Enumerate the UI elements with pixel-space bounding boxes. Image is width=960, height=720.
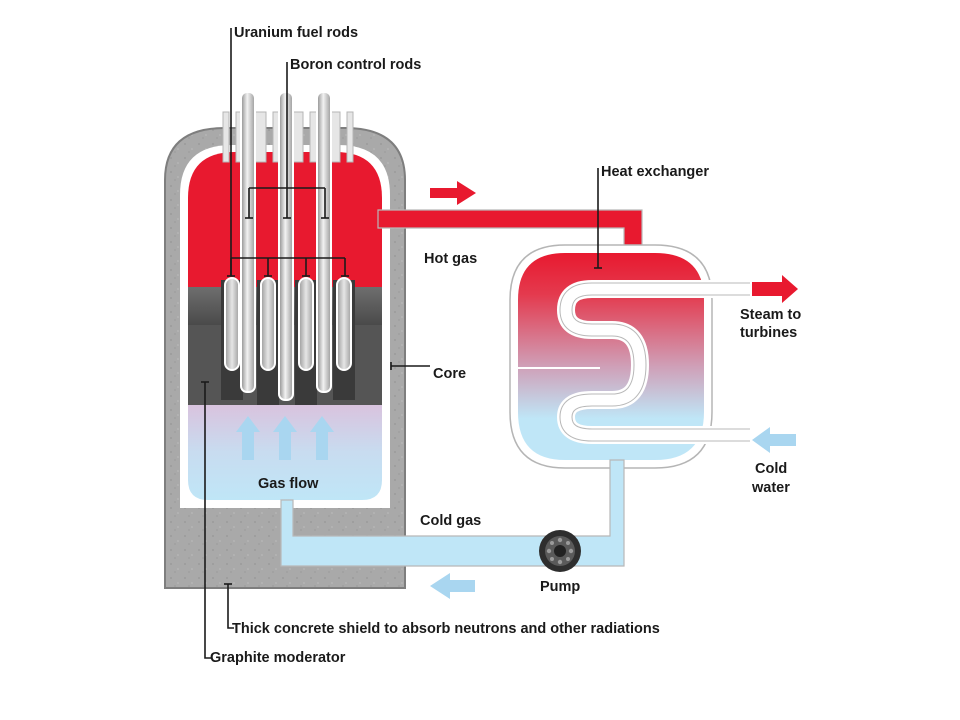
cold-water-label-line1: Cold — [755, 461, 787, 477]
steam-out-arrow — [752, 275, 798, 303]
steam-to-turbines-label-line1: Steam to — [740, 307, 801, 323]
pump[interactable] — [539, 530, 581, 572]
steam-to-turbines-label-line2: turbines — [740, 325, 797, 341]
hot-gas-arrow — [430, 181, 476, 205]
heat-exchanger — [509, 244, 750, 469]
cold-gas-label: Cold gas — [420, 513, 481, 529]
gas-flow-label: Gas flow — [258, 476, 319, 492]
uranium-fuel-rods — [224, 277, 352, 371]
graphite-moderator-label: Graphite moderator — [210, 650, 346, 666]
boron-control-rods — [240, 91, 332, 401]
cold-water-in-arrow — [752, 427, 796, 453]
heat-exchanger-label: Heat exchanger — [601, 164, 709, 180]
cold-gas-return-arrow — [430, 573, 475, 599]
uranium-fuel-rods-label: Uranium fuel rods — [234, 25, 358, 41]
leader-lines — [201, 28, 602, 659]
boron-control-rods-label: Boron control rods — [290, 57, 421, 73]
cold-gas-pipe — [280, 459, 625, 567]
pump-label: Pump — [540, 579, 580, 595]
concrete-shield-label: Thick concrete shield to absorb neutrons… — [232, 621, 660, 637]
gas-flow-arrows — [236, 416, 334, 460]
core-label: Core — [433, 366, 466, 382]
hot-gas-label: Hot gas — [424, 251, 477, 267]
cold-water-label-line2: water — [751, 480, 790, 496]
